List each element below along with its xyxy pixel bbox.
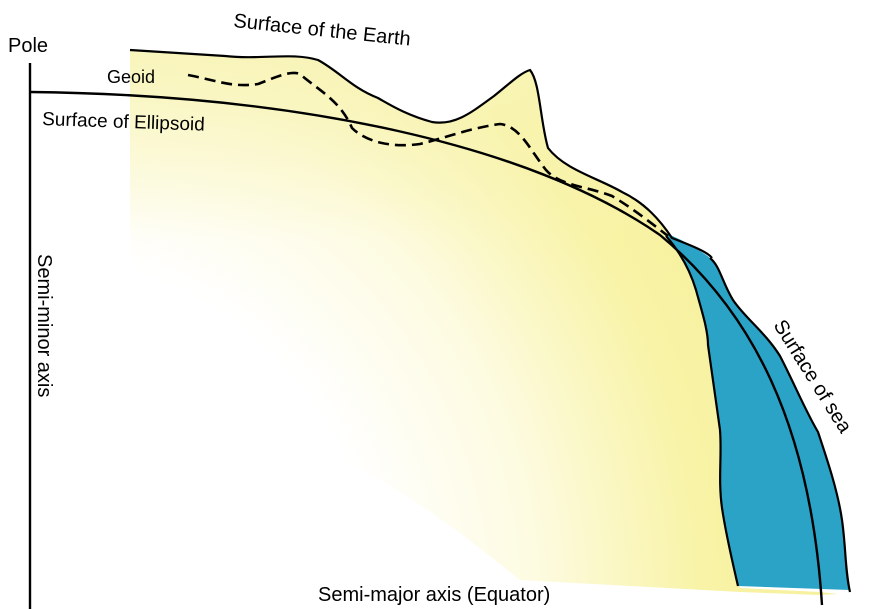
semi-minor-axis-label: Semi-minor axis	[33, 254, 55, 397]
semi-major-axis-label: Semi-major axis (Equator)	[318, 584, 550, 606]
land-top-tint	[130, 50, 672, 300]
pole-label: Pole	[8, 35, 48, 57]
geoid-label: Geoid	[107, 67, 155, 87]
surface-of-ellipsoid-label: Surface of Ellipsoid	[42, 109, 205, 136]
surface-of-earth-label: Surface of the Earth	[232, 10, 411, 50]
